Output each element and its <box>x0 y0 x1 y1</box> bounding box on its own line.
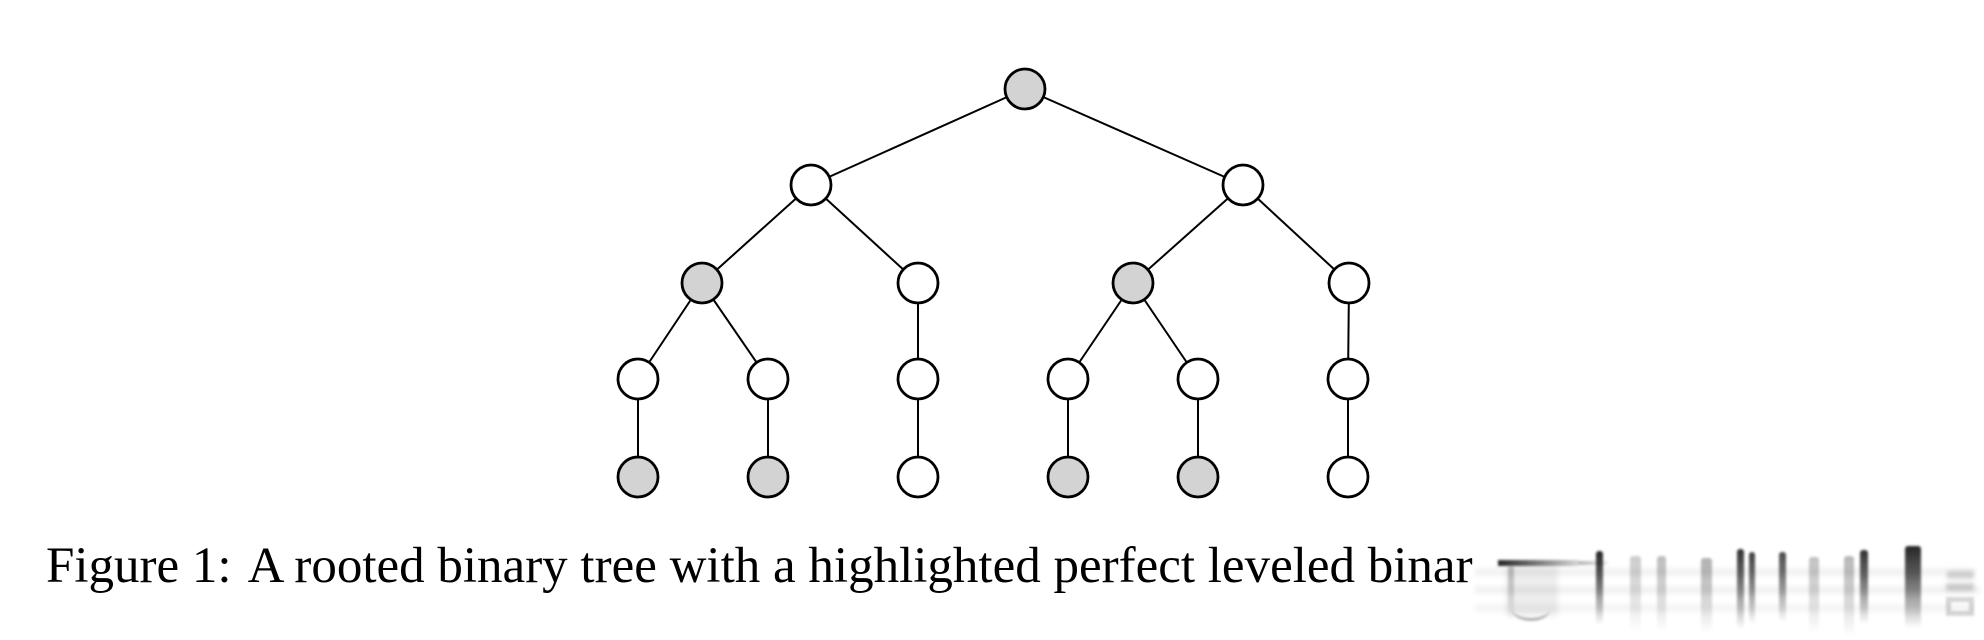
figure-caption-text: A rooted binary tree with a highlighted … <box>247 538 1473 594</box>
tree-node <box>1046 357 1090 401</box>
tree-node-highlighted <box>1176 455 1220 499</box>
figure-caption-label: Figure 1: <box>46 538 232 594</box>
tree-node <box>896 261 940 305</box>
tree-node-highlighted <box>1111 261 1155 305</box>
tree-edge <box>1242 184 1350 284</box>
tree-node <box>896 357 940 401</box>
tree-node <box>1327 261 1371 305</box>
tree-node <box>1221 163 1265 207</box>
tree-node-highlighted <box>680 261 724 305</box>
tree-edge <box>810 184 919 284</box>
tree-node-highlighted <box>1003 67 1047 111</box>
tree-node-highlighted <box>746 455 790 499</box>
tree-node <box>616 357 660 401</box>
tree-node <box>896 455 940 499</box>
tree-edge <box>1132 184 1244 284</box>
tree-node-highlighted <box>1046 455 1090 499</box>
tree-edge <box>701 184 812 284</box>
tree-node <box>746 357 790 401</box>
tree-node <box>1326 455 1370 499</box>
tree-node-highlighted <box>616 455 660 499</box>
tree-node <box>1176 357 1220 401</box>
tree-node <box>1326 357 1370 401</box>
tree-node <box>789 163 833 207</box>
figure-caption: Figure 1: A rooted binary tree with a hig… <box>46 541 1473 592</box>
tree-edge <box>1024 88 1244 186</box>
tree-edge <box>810 88 1026 186</box>
